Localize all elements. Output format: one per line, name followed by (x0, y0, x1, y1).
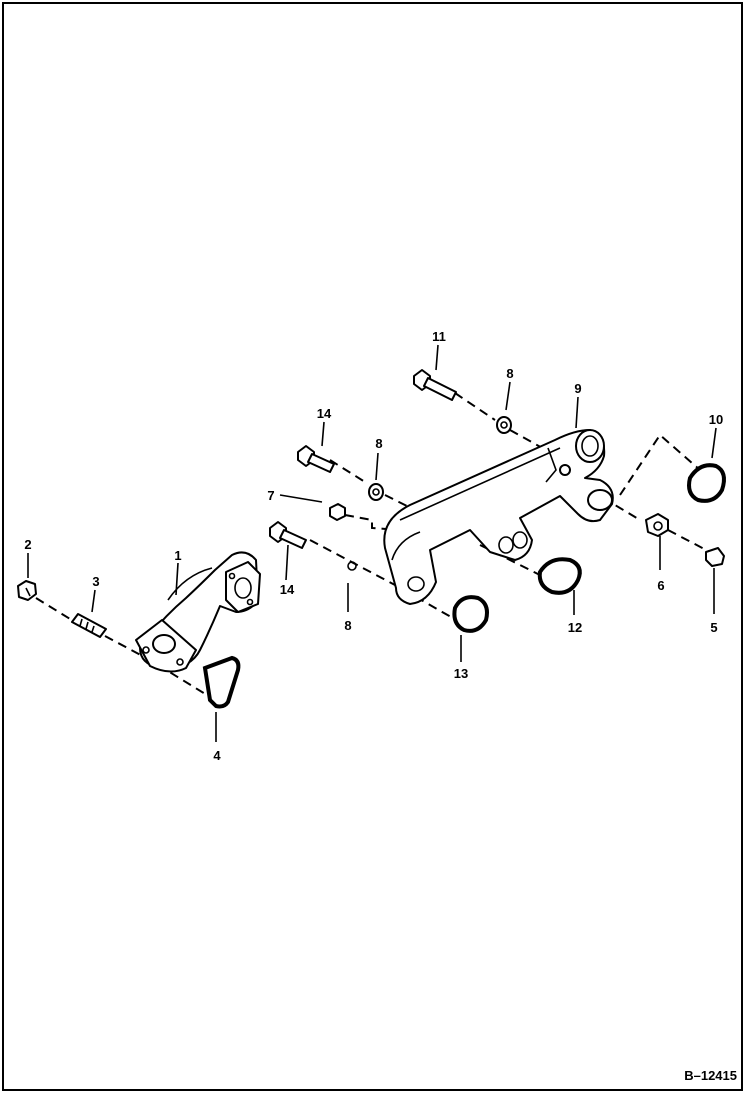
callout-8-lower: 8 (344, 618, 351, 633)
elbow-manifold-part (135, 551, 261, 673)
small-nut-part (329, 503, 346, 521)
callout-12: 12 (568, 620, 582, 635)
figure-number: B–12415 (684, 1068, 737, 1083)
callout-5: 5 (710, 620, 717, 635)
hex-nut-part (17, 580, 37, 601)
plug-part (705, 547, 725, 567)
callout-3: 3 (92, 574, 99, 589)
washer-parts (347, 416, 512, 571)
gasket-4-part (202, 655, 241, 709)
callout-10: 10 (709, 412, 723, 427)
leader-lines (27, 344, 717, 742)
bolt-14-parts (269, 445, 335, 549)
fitting-part (645, 513, 669, 537)
callout-13: 13 (454, 666, 468, 681)
callout-2: 2 (24, 537, 31, 552)
gasket-10-part (687, 463, 726, 503)
assembly-lines (35, 392, 711, 701)
callout-11: 11 (432, 329, 446, 344)
callout-7: 7 (267, 488, 274, 503)
gasket-13-part (452, 595, 489, 633)
callout-8-upper: 8 (506, 366, 513, 381)
gasket-12-part (537, 557, 582, 595)
callout-labels: 1 2 3 4 5 6 7 8 8 8 9 10 11 12 13 14 14 (24, 329, 723, 763)
callout-1: 1 (174, 548, 181, 563)
callout-6: 6 (657, 578, 664, 593)
callout-4: 4 (213, 748, 221, 763)
callout-14-lower: 14 (280, 582, 295, 597)
callout-9: 9 (574, 381, 581, 396)
exhaust-manifold-part (383, 429, 614, 605)
stud-part (71, 613, 107, 638)
callout-8-center: 8 (375, 436, 382, 451)
bolt-11-part (413, 369, 457, 401)
callout-14-upper: 14 (317, 406, 332, 421)
